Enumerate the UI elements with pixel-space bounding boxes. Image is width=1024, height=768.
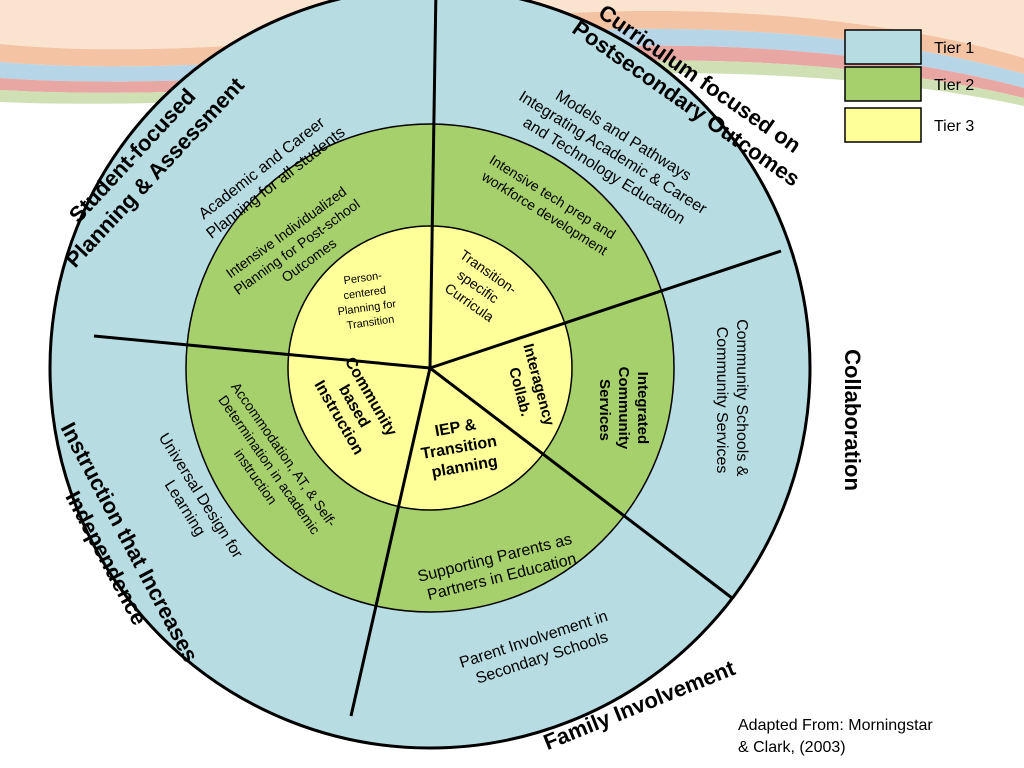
tier2-integrated-services-line2: Community xyxy=(615,367,632,450)
category-collaboration: Collaboration xyxy=(840,349,865,491)
sector-dividers xyxy=(93,0,782,717)
legend-swatch-tier2 xyxy=(844,66,922,102)
legend-swatch-tier1 xyxy=(844,29,922,65)
divider-right xyxy=(429,249,782,370)
divider-lower-right xyxy=(429,366,733,600)
tier2-integrated-services: Integrated Community Services xyxy=(596,367,651,454)
tier2-integrated-services-line1: Integrated xyxy=(634,372,651,445)
divider-bottom xyxy=(349,367,432,717)
legend-label-tier2: Tier 2 xyxy=(934,77,974,94)
tier1-community-schools: Community Schools & Community Services xyxy=(713,319,750,481)
source-credit: Adapted From: Morningstar & Clark, (2003… xyxy=(738,715,1018,759)
source-credit-line1: Adapted From: Morningstar xyxy=(738,717,933,734)
tier1-community-schools-line1: Community Schools & xyxy=(733,319,750,477)
source-credit-line2: & Clark, (2003) xyxy=(738,739,846,756)
divider-top xyxy=(428,0,438,369)
tier2-integrated-services-line3: Services xyxy=(596,379,613,441)
legend-label-tier3: Tier 3 xyxy=(934,118,974,135)
legend-swatch-tier3 xyxy=(844,107,922,143)
legend: Tier 1 Tier 2 Tier 3 xyxy=(844,29,974,143)
tier1-community-schools-line2: Community Services xyxy=(713,327,730,474)
tier3-person-centered-line2: centered xyxy=(343,284,387,302)
divider-left xyxy=(93,334,431,370)
legend-label-tier1: Tier 1 xyxy=(934,40,974,57)
tier3-person-centered-line1: Person- xyxy=(343,270,383,287)
category-collaboration-line1: Collaboration xyxy=(840,349,865,491)
